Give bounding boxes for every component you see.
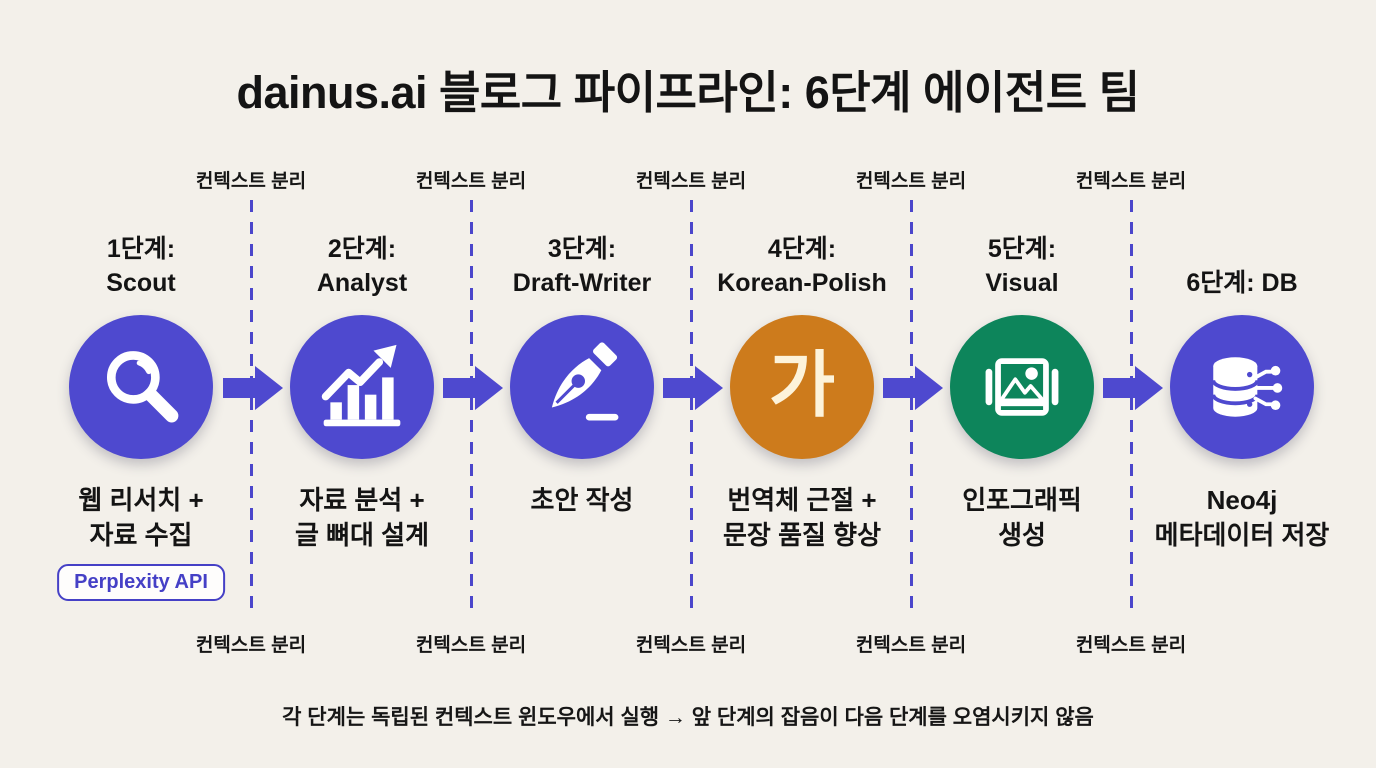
stage-circle: 가 xyxy=(730,315,874,459)
hangul-ga-icon: 가 xyxy=(768,342,836,427)
stage-draft-writer: 3단계: Draft-Writer 초안 작성 xyxy=(472,0,692,768)
context-separator-line xyxy=(1129,200,1133,608)
stage-description: 웹 리서치 + 자료 수집 xyxy=(21,483,261,553)
stage-name: 4단계: Korean-Polish xyxy=(692,226,912,300)
page-title: dainus.ai 블로그 파이프라인: 6단계 에이전트 팀 xyxy=(236,67,1140,118)
stage-name-line1: 5단계: xyxy=(987,235,1057,263)
magnifier-icon xyxy=(106,351,179,423)
context-separator-label: 컨텍스트 분리 xyxy=(195,635,307,656)
stage-description: 자료 분석 + 글 뼈대 설계 xyxy=(242,483,482,553)
context-separator-label: 컨텍스트 분리 xyxy=(855,171,967,192)
stage-desc-line2: 문장 품질 향상 xyxy=(723,520,881,550)
perplexity-api-badge: Perplexity API xyxy=(57,564,225,601)
stage-desc-line1: 초안 작성 xyxy=(530,485,634,515)
stage-desc-line2: 생성 xyxy=(998,520,1046,550)
stage-name-line2: Visual xyxy=(985,269,1059,297)
stage-desc-line1: 번역체 근절 + xyxy=(727,485,877,515)
stage-scout: 1단계: Scout 웹 리서치 + 자료 수집 Perplexity API xyxy=(31,0,251,768)
stage-description: Neo4j 메타데이터 저장 xyxy=(1122,483,1362,553)
database-network-icon xyxy=(1211,357,1283,417)
pen-nib-icon xyxy=(551,342,619,421)
context-separator-line xyxy=(689,200,693,608)
footer-note: 각 단계는 독립된 컨텍스트 윈도우에서 실행 → 앞 단계의 잡음이 다음 단… xyxy=(282,706,1094,729)
stage-name: 5단계: Visual xyxy=(912,226,1132,300)
flow-arrow-icon xyxy=(223,366,283,410)
stage-name: 3단계: Draft-Writer xyxy=(472,226,692,300)
stage-circle xyxy=(950,315,1094,459)
stage-circle xyxy=(510,315,654,459)
stage-name-line1: 3단계: xyxy=(547,235,617,263)
context-separator-label: 컨텍스트 분리 xyxy=(635,171,747,192)
context-separator-label: 컨텍스트 분리 xyxy=(415,635,527,656)
stage-name-line2: Analyst xyxy=(316,269,408,297)
context-separator-label: 컨텍스트 분리 xyxy=(635,635,747,656)
context-separator-label: 컨텍스트 분리 xyxy=(855,635,967,656)
flow-arrow-icon xyxy=(443,366,503,410)
flow-arrow-icon xyxy=(1103,366,1163,410)
stage-desc-line2: 메타데이터 저장 xyxy=(1154,520,1330,550)
stage-db: 6단계: DB Neo4j 메타데이터 저장 xyxy=(1132,0,1352,768)
flow-arrow-icon xyxy=(663,366,723,410)
stage-desc-line1: 인포그래픽 xyxy=(962,485,1082,515)
context-separator-line xyxy=(249,200,253,608)
stage-desc-line2: 글 뼈대 설계 xyxy=(294,520,430,550)
stage-desc-line1: 웹 리서치 + xyxy=(78,485,204,515)
stage-korean-polish: 4단계: Korean-Polish 가 번역체 근절 + 문장 품질 향상 xyxy=(692,0,912,768)
stage-name: 2단계: Analyst xyxy=(252,226,472,300)
stage-name: 1단계: Scout xyxy=(31,226,251,300)
stage-circle xyxy=(69,315,213,459)
stage-desc-line1: 자료 분석 + xyxy=(299,485,425,515)
stage-desc-line1: Neo4j xyxy=(1206,485,1278,515)
context-separator-line xyxy=(469,200,473,608)
stage-circle xyxy=(290,315,434,459)
stage-description: 인포그래픽 생성 xyxy=(902,483,1142,553)
stage-visual: 5단계: Visual 인포그래픽 생성 xyxy=(912,0,1132,768)
gallery-icon xyxy=(985,358,1059,416)
stage-description: 번역체 근절 + 문장 품질 향상 xyxy=(682,483,922,553)
stage-name: 6단계: DB xyxy=(1132,226,1352,300)
context-separator-label: 컨텍스트 분리 xyxy=(415,171,527,192)
flow-arrow-icon xyxy=(883,366,943,410)
stage-circle xyxy=(1170,315,1314,459)
context-separator-line xyxy=(909,200,913,608)
context-separator-label: 컨텍스트 분리 xyxy=(1075,171,1187,192)
stage-description: 초안 작성 xyxy=(462,483,702,518)
context-separator-label: 컨텍스트 분리 xyxy=(195,171,307,192)
stage-name-line2: Korean-Polish xyxy=(717,269,887,297)
stage-name-line1: 6단계: DB xyxy=(1186,269,1298,297)
stage-name-line2: Draft-Writer xyxy=(512,269,652,297)
bar-chart-icon xyxy=(321,344,401,427)
stage-name-line1: 4단계: xyxy=(767,235,837,263)
context-separator-label: 컨텍스트 분리 xyxy=(1075,635,1187,656)
stage-name-line2: Scout xyxy=(106,269,176,297)
stage-name-line1: 2단계: xyxy=(327,235,397,263)
stage-desc-line2: 자료 수집 xyxy=(89,520,193,550)
stage-name-line1: 1단계: xyxy=(106,235,176,263)
stage-analyst: 2단계: Analyst 자료 분석 + 글 뼈대 설계 xyxy=(252,0,472,768)
